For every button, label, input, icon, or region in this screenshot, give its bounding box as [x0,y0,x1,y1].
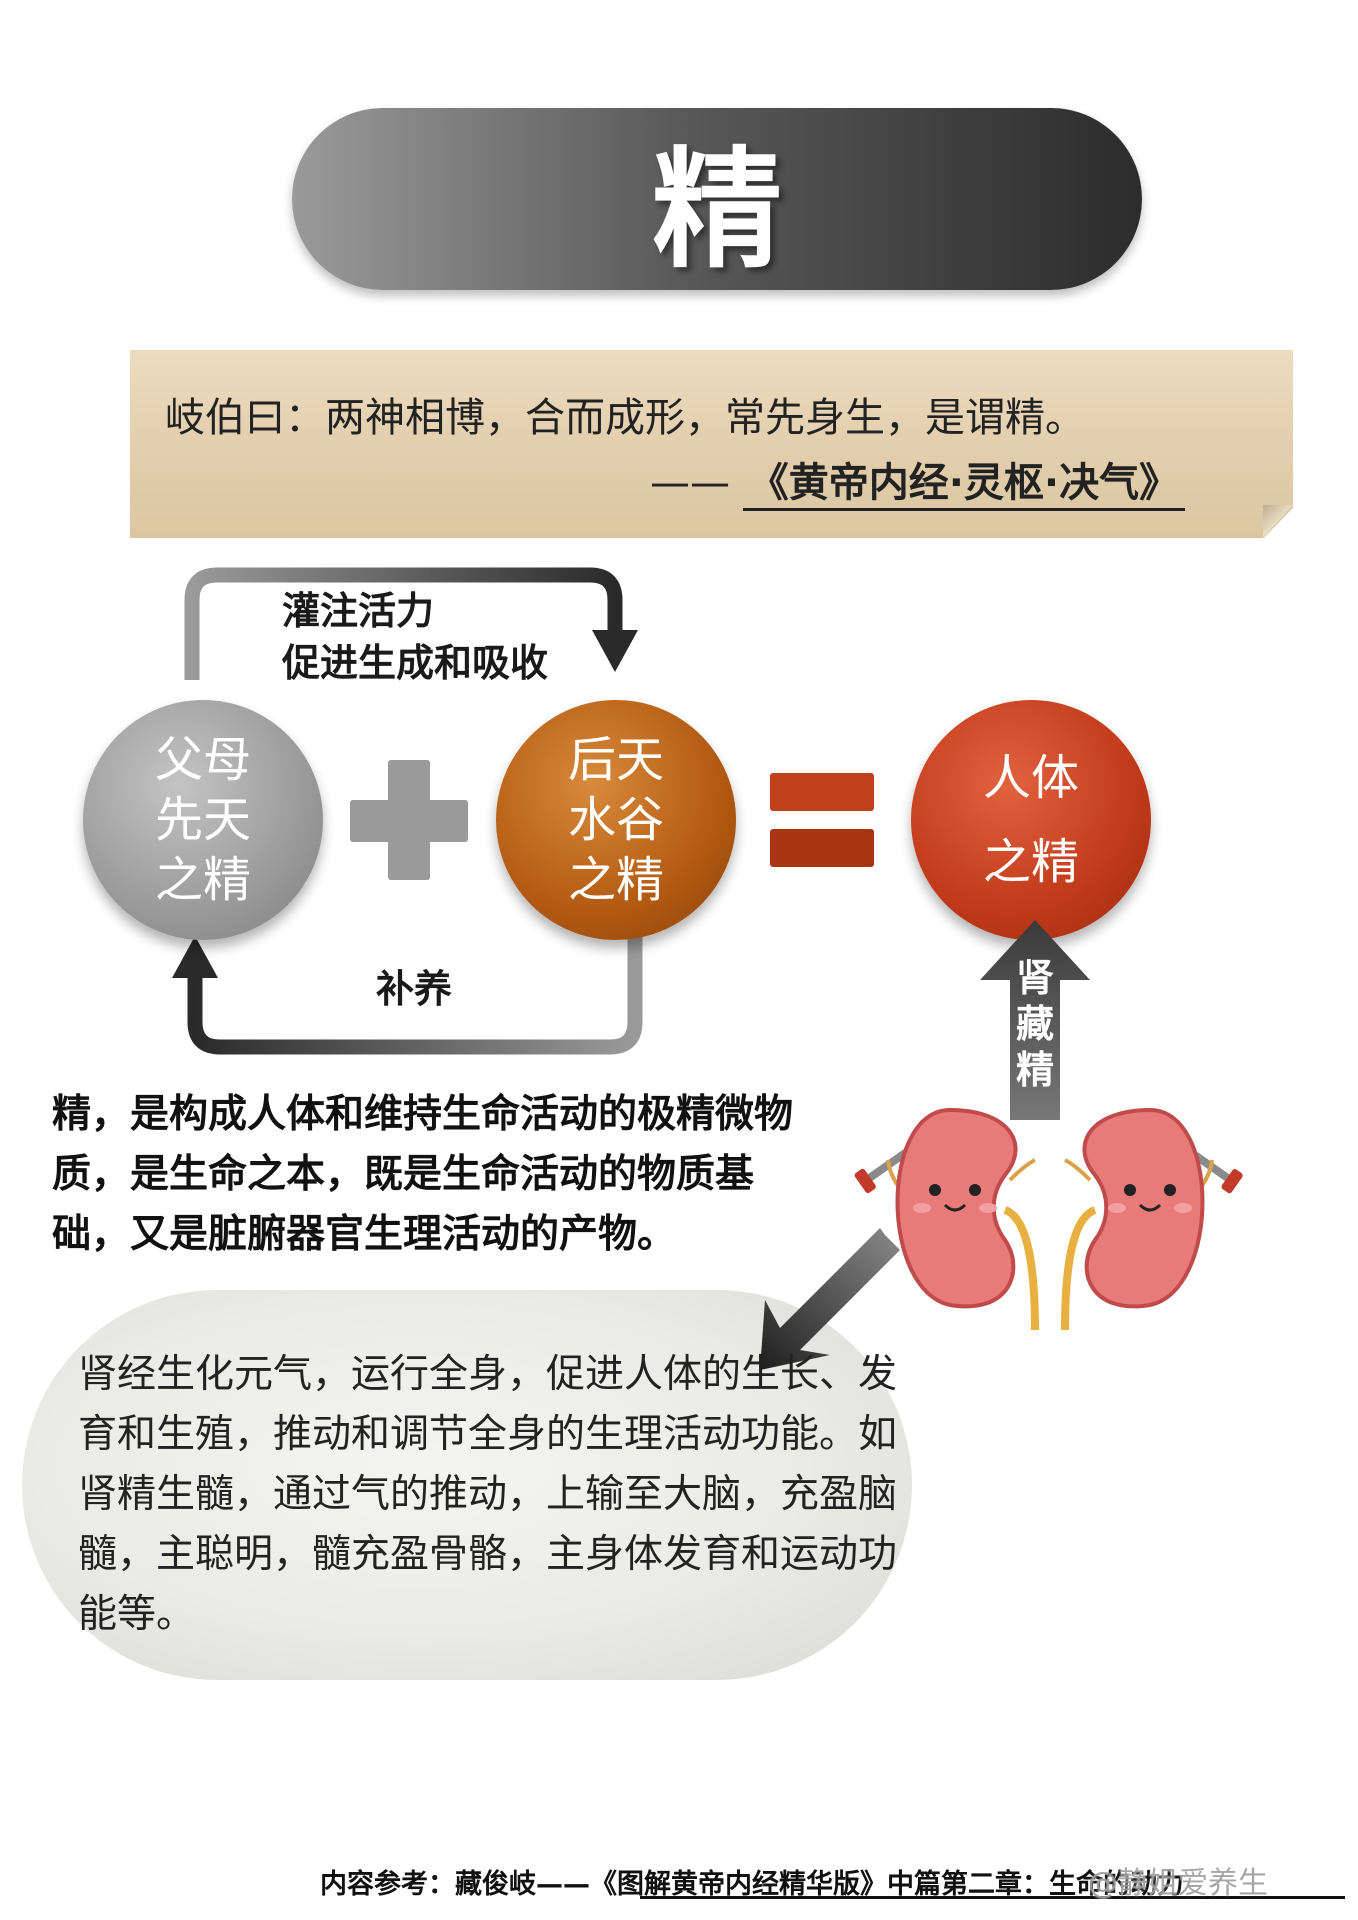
up-arrow-icon [980,920,1090,1120]
quote-text: 岐伯曰：两神相博，合而成形，常先身生，是谓精。 [165,395,1085,441]
quote-attribution: —— 《黄帝内经·灵枢·决气》 [650,450,1186,511]
essence-description: 精，是构成人体和维持生命活动的极精微物质，是生命之本，既是生命活动的物质基础，又… [52,1092,794,1257]
page-title: 精 [651,134,782,286]
kidney-illustration [854,1107,1243,1330]
circle-innate-essence: 父母 先天 之精 [83,700,323,940]
plus-sign-horizontal [350,800,468,842]
footer-reference: 内容参考：藏俊岐——《图解黄帝内经精华版》中篇第二章：生命的动力 [320,1869,1184,1900]
watermark: @静姐爱养生 [1088,1866,1268,1901]
flow-label-bottom: 补养 [376,967,453,1011]
title-banner [292,108,1142,290]
kidney-stores-essence-label: 肾 藏 精 [1015,956,1054,1092]
quote-parchment [130,350,1293,538]
flow-label-top: 灌注活力 促进生成和吸收 [282,589,549,685]
footer-underline [640,1896,1345,1899]
top-loop-arrow [184,567,623,680]
circle-body-essence: 人体 之精 [911,700,1151,940]
diagonal-arrow-icon [760,1228,900,1370]
quote-dash: —— [650,460,730,506]
equals-sign-bottom [770,829,874,867]
circle-acquired-essence: 后天 水谷 之精 [496,700,736,940]
equals-sign-top [770,773,874,811]
quote-source: 《黄帝内经·灵枢·决气》 [742,460,1186,511]
bottom-loop-arrow [187,935,643,1055]
circle-body-label: 人体 之精 [982,750,1079,890]
bubble-text: 肾经生化元气，运行全身，促进人体的生长、发育和生殖，推动和调节全身的生理活动功能… [78,1352,898,1637]
bottom-loop-arrowhead [172,936,218,978]
circle-acquired-label: 后天 水谷 之精 [567,732,664,908]
top-loop-arrowhead [592,630,638,672]
left-kidney [895,1107,1018,1309]
circle-innate-label: 父母 先天 之精 [154,732,251,908]
